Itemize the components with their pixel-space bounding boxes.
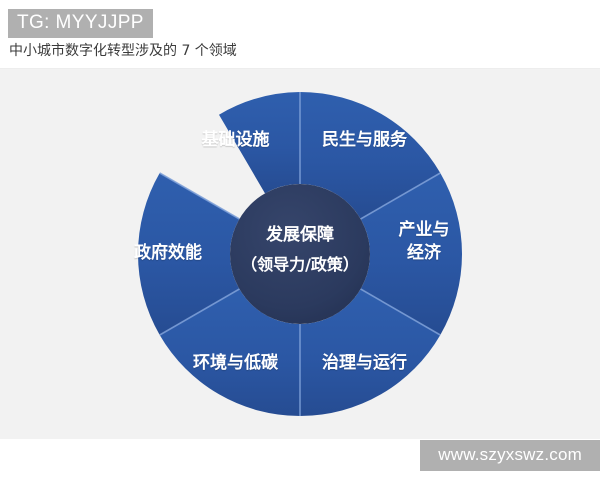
segment-gov-efficiency[interactable]	[137, 173, 240, 335]
segment-infrastructure[interactable]	[219, 92, 300, 194]
center-circle[interactable]	[230, 184, 370, 324]
donut-diagram-svg	[137, 92, 463, 416]
page-title: 中小城市数字化转型涉及的 7 个领域	[9, 43, 237, 59]
site-watermark: www.szyxswz.com	[420, 440, 600, 471]
segment-industry[interactable]	[360, 173, 463, 335]
diagram-panel: 基础设施 民生与服务 产业与 经济 治理与运行 环境与低碳 政府效能 发展保障 …	[0, 68, 600, 439]
segment-environment[interactable]	[159, 289, 300, 416]
donut-diagram: 基础设施 民生与服务 产业与 经济 治理与运行 环境与低碳 政府效能 发展保障 …	[0, 69, 600, 439]
segment-dividers	[159, 92, 441, 416]
segment-governance-run[interactable]	[300, 289, 441, 416]
telegram-watermark: TG: MYYJJPP	[8, 9, 153, 38]
header: TG: MYYJJPP 中小城市数字化转型涉及的 7 个领域	[0, 0, 600, 68]
segment-livelihood[interactable]	[300, 92, 441, 219]
ring-segments	[137, 92, 463, 416]
